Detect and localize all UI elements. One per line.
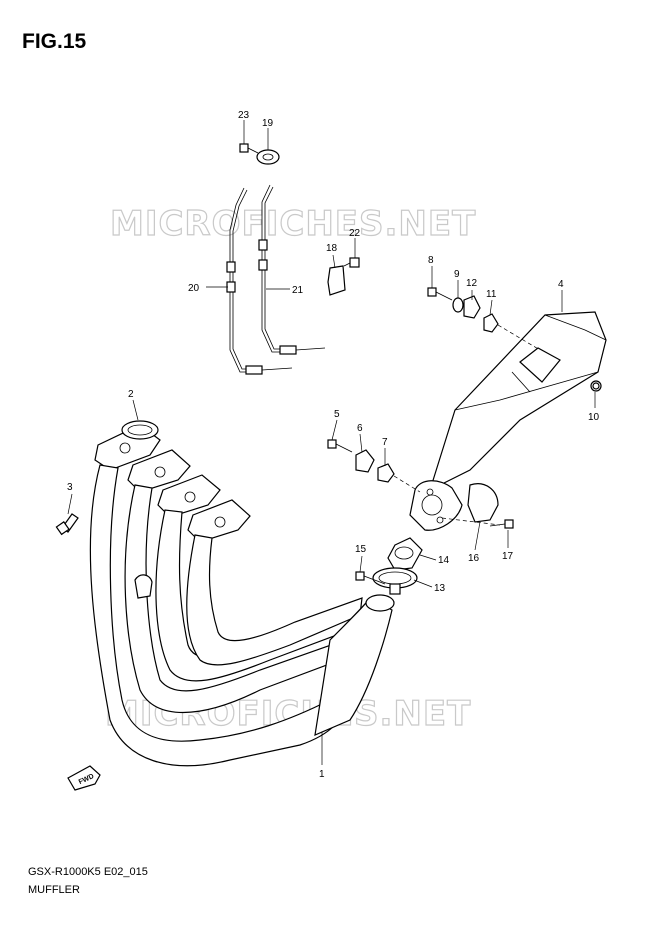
- callout-2: 2: [128, 389, 134, 400]
- callout-3: 3: [67, 482, 73, 493]
- assembly-name: MUFFLER: [28, 884, 80, 896]
- exhaust-clamp[interactable]: [372, 567, 418, 595]
- callout-14: 14: [438, 555, 450, 566]
- bracket-bolt[interactable]: [343, 257, 360, 268]
- muffler-nut[interactable]: [592, 382, 600, 390]
- model-code: GSX-R1000K5 E02_015: [28, 866, 148, 878]
- callout-20: 20: [188, 283, 200, 294]
- callout-19: 19: [262, 118, 274, 129]
- washer[interactable]: [452, 297, 464, 313]
- callout-9: 9: [454, 269, 460, 280]
- callout-1: 1: [319, 769, 325, 780]
- grommet[interactable]: [256, 149, 280, 165]
- muffler-hanger-bolt[interactable]: [427, 287, 453, 301]
- callout-4: 4: [558, 279, 564, 290]
- cable-end-fitting[interactable]: [245, 365, 293, 375]
- callout-7: 7: [382, 437, 388, 448]
- callout-23: 23: [238, 110, 250, 121]
- front-direction-arrow: FWD: [67, 765, 101, 791]
- callout-12: 12: [466, 278, 478, 289]
- callout-13: 13: [434, 583, 446, 594]
- muffler-cushion[interactable]: [355, 449, 375, 473]
- connector-sleeve[interactable]: [387, 537, 423, 571]
- callout-18: 18: [326, 243, 338, 254]
- callout-labels: 1 2 3 4 5 6 7 8 9 10 11 12 13 14 15 16 1…: [67, 110, 600, 780]
- callout-17: 17: [502, 551, 514, 562]
- callout-22: 22: [349, 228, 361, 239]
- exhaust-valve-cable-2[interactable]: [258, 184, 326, 355]
- callout-10: 10: [588, 412, 600, 423]
- watermark-top: MICROFICHES.NET: [110, 204, 476, 244]
- callout-15: 15: [355, 544, 367, 555]
- callout-5: 5: [334, 409, 340, 420]
- callout-11: 11: [486, 289, 497, 300]
- hanger-collar[interactable]: [483, 313, 499, 333]
- callout-16: 16: [468, 553, 480, 564]
- callout-21: 21: [292, 285, 304, 296]
- callout-8: 8: [428, 255, 434, 266]
- header-bolt[interactable]: [55, 513, 79, 536]
- muffler-joint[interactable]: [409, 480, 499, 531]
- exhaust-gasket[interactable]: [121, 420, 159, 440]
- muffler-body[interactable]: [429, 311, 607, 492]
- muffler-collar[interactable]: [377, 463, 395, 483]
- grommet-bolt[interactable]: [239, 143, 259, 154]
- cable-clamp-bracket[interactable]: [327, 265, 346, 296]
- muffler-mount-bolt[interactable]: [327, 439, 353, 453]
- leader-lines: [67, 120, 596, 765]
- figure-title: FIG.15: [22, 30, 87, 53]
- joint-bolt[interactable]: [489, 519, 514, 529]
- callout-6: 6: [357, 423, 363, 434]
